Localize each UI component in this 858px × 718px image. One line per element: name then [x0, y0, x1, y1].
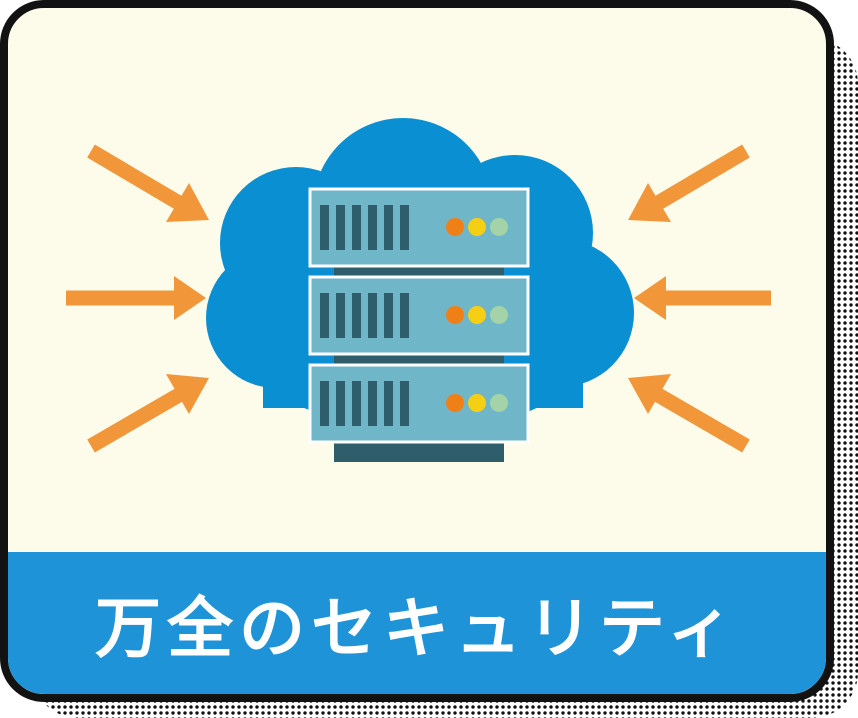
incoming-arrow-icon [628, 144, 750, 222]
server-unit [308, 363, 530, 444]
server-unit [308, 187, 530, 268]
server-unit [308, 275, 530, 356]
incoming-arrow-icon [634, 276, 771, 320]
incoming-arrow-icon [66, 276, 206, 320]
cloud-server-illustration [66, 118, 771, 462]
caption-banner: 万全のセキュリティ [8, 552, 826, 694]
incoming-arrow-icon [87, 144, 209, 222]
card: 万全のセキュリティ [0, 0, 834, 702]
caption-text: 万全のセキュリティ [94, 590, 740, 667]
incoming-arrow-icon [628, 374, 750, 453]
server-rack-icon [308, 187, 530, 462]
incoming-arrow-icon [87, 374, 209, 453]
